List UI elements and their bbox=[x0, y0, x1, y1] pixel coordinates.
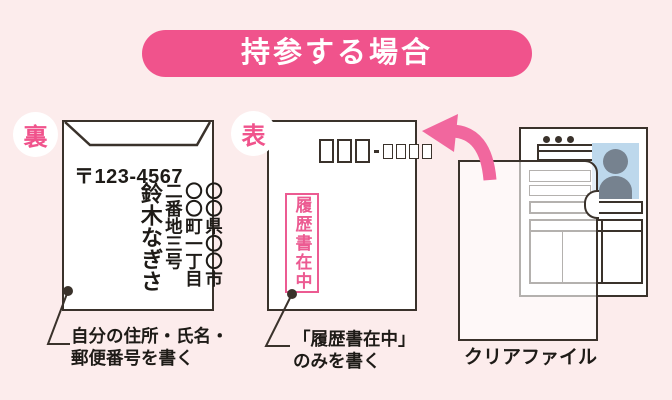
resume-title-dots bbox=[543, 136, 574, 143]
envelope-flap-icon bbox=[64, 121, 212, 147]
thumb-notch bbox=[584, 190, 599, 219]
badge-envelope-front: 表 bbox=[231, 111, 276, 156]
resume-table-divider-2 bbox=[601, 221, 603, 282]
postal-box-small bbox=[422, 143, 432, 159]
person-silhouette-body bbox=[599, 176, 632, 199]
sender-name: 鈴木なぎさ bbox=[137, 182, 163, 292]
postal-box-large bbox=[319, 139, 334, 163]
resume-name-field-line bbox=[539, 150, 596, 152]
envelope-back: 〒123-4567 〇〇県〇〇市 〇〇町一丁目 二番地三号 鈴木なぎさ bbox=[62, 120, 224, 311]
annotation-envelope-front: 「履歴書在中」 のみを書く bbox=[293, 328, 416, 372]
postal-box-small bbox=[409, 143, 419, 159]
resume-dot bbox=[543, 136, 550, 143]
annotation-back-line2: 郵便番号を書く bbox=[71, 348, 194, 368]
badge-envelope-back: 裏 bbox=[13, 112, 58, 157]
person-silhouette-icon bbox=[603, 149, 628, 174]
address-column-1: 〇〇県〇〇市 bbox=[203, 182, 224, 287]
annotation-front-line2: のみを書く bbox=[293, 351, 381, 371]
vertical-address: 〇〇県〇〇市 〇〇町一丁目 二番地三号 鈴木なぎさ bbox=[68, 182, 224, 318]
annotation-front-line1: 「履歴書在中」 bbox=[293, 329, 416, 349]
badge-back-label: 裏 bbox=[23, 124, 48, 151]
resume-enclosed-stamp: 履歴書在中 bbox=[285, 193, 319, 293]
postal-box-large bbox=[355, 139, 370, 163]
postal-box-dash bbox=[374, 149, 379, 153]
resume-dot bbox=[567, 136, 574, 143]
address-column-3: 二番地三号 bbox=[163, 182, 184, 270]
resume-name-field bbox=[537, 144, 598, 161]
clear-file-label: クリアファイル bbox=[464, 347, 598, 368]
postal-code-boxes bbox=[319, 139, 432, 163]
badge-front-label: 表 bbox=[241, 123, 266, 150]
id-photo bbox=[592, 143, 639, 199]
address-column-2: 〇〇町一丁目 bbox=[183, 182, 204, 287]
resume-dot bbox=[555, 136, 562, 143]
title-banner: 持参する場合 bbox=[142, 30, 532, 77]
postal-box-small bbox=[396, 143, 406, 159]
postal-box-small bbox=[383, 143, 393, 159]
annotation-envelope-back: 自分の住所・氏名・ 郵便番号を書く bbox=[71, 325, 229, 369]
envelope-front: 履歴書在中 bbox=[267, 120, 432, 311]
postal-box-large bbox=[337, 139, 352, 163]
clear-file bbox=[458, 160, 599, 341]
postal-code-text: 〒123-4567 bbox=[74, 166, 184, 188]
annotation-back-line1: 自分の住所・氏名・ bbox=[71, 326, 229, 346]
